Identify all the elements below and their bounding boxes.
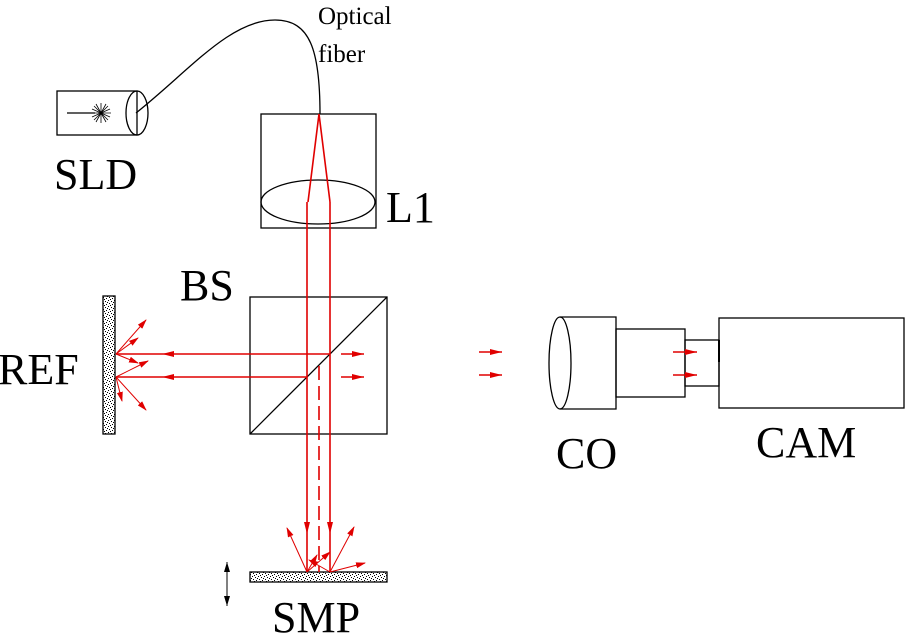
arrow-down-right [327, 522, 333, 534]
arrow-down-left [304, 522, 310, 534]
arrow-ref-upper [162, 351, 174, 357]
smp-scatter [329, 562, 366, 573]
vertical-translation-icon [224, 562, 230, 606]
smp-scatter [329, 526, 355, 573]
light-path [115, 113, 697, 573]
camera-adapter [684, 339, 720, 387]
sample-label: SMP [272, 593, 360, 640]
beamsplitter-label: BS [180, 261, 234, 310]
sld-aperture [125, 90, 149, 136]
objective-body [615, 328, 686, 398]
lens-l1 [260, 113, 377, 229]
ref-scatter [115, 319, 147, 355]
camera-body [718, 317, 905, 409]
beam-diverge-left [307, 113, 320, 203]
smp-scatter [308, 559, 331, 573]
beamsplitter-diagonal [249, 296, 388, 435]
ref-scatter [115, 376, 147, 411]
lens-label: L1 [386, 183, 435, 232]
fiber-label-line2: fiber [318, 41, 366, 68]
reference-mirror [102, 295, 116, 435]
beam-diverge-right [318, 113, 331, 203]
camera-objective [548, 316, 720, 410]
ref-scatter [115, 353, 139, 364]
camera-label: CAM [756, 418, 856, 467]
lens-housing [260, 113, 377, 229]
objective-lens [548, 316, 572, 410]
beam-to-camera [341, 349, 697, 380]
lens-element [260, 179, 376, 225]
starburst-icon [91, 103, 111, 123]
objective-label: CO [556, 429, 617, 478]
sample-slab [249, 571, 388, 583]
sld-label: SLD [54, 150, 137, 199]
fiber-label-line1: Optical [318, 3, 392, 30]
reference-label: REF [0, 345, 79, 394]
arrow-ref-lower [162, 374, 174, 380]
smp-scatter [306, 551, 331, 573]
ref-scatter [115, 376, 123, 402]
smp-scatter [286, 527, 308, 573]
sld-source [56, 90, 149, 136]
ref-scatter [115, 360, 149, 378]
ref-scatter [115, 337, 139, 355]
optical-fiber [135, 19, 321, 115]
